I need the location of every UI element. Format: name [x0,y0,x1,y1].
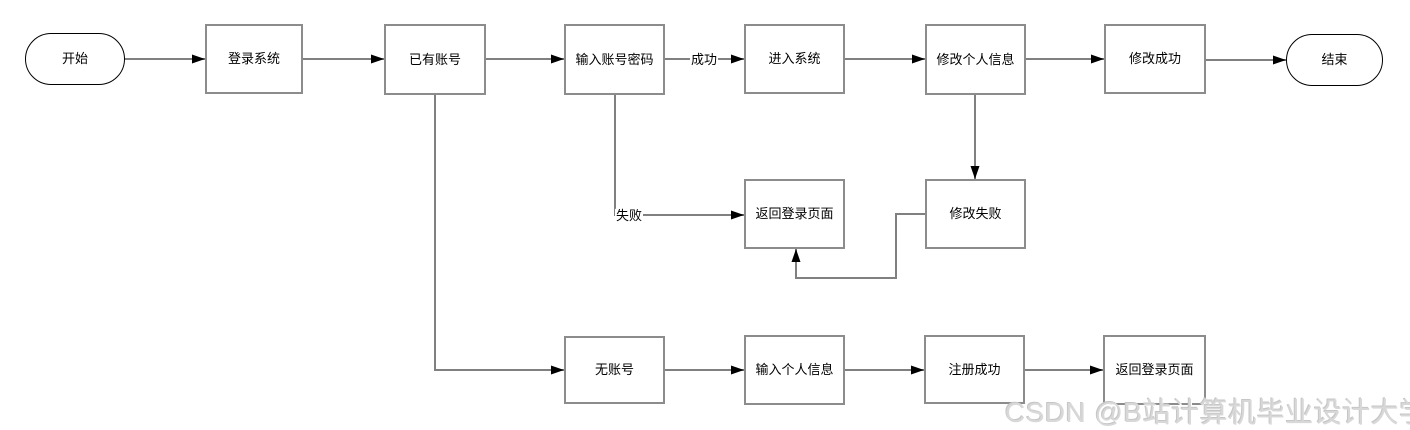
node-login-system: 登录系统 [205,24,303,94]
node-modify-personal-info: 修改个人信息 [925,24,1026,95]
edge-password-fail-to-return-login-page [614,95,744,220]
node-return-login-page: 返回登录页面 [744,179,845,249]
edge-label-password-success-to-enter-system: 成功 [689,51,719,68]
edge-has-account-to-no-account [434,95,564,375]
node-register-success: 注册成功 [924,335,1025,404]
node-modify-success: 修改成功 [1104,24,1206,94]
node-enter-personal-info: 输入个人信息 [744,335,845,405]
edge-label-password-fail-to-return-login-page: 失败 [614,207,644,224]
node-enter-account-password: 输入账号密码 [564,24,665,95]
node-no-account: 无账号 [564,336,665,404]
node-modify-failure: 修改失败 [925,179,1026,249]
node-return-login-page-2: 返回登录页面 [1103,335,1206,405]
node-start: 开始 [25,33,125,85]
edge-modify-failure-to-return-login-page [791,213,925,279]
node-has-account: 已有账号 [384,24,486,95]
node-end: 结束 [1286,34,1383,86]
node-enter-system: 进入系统 [744,24,845,94]
